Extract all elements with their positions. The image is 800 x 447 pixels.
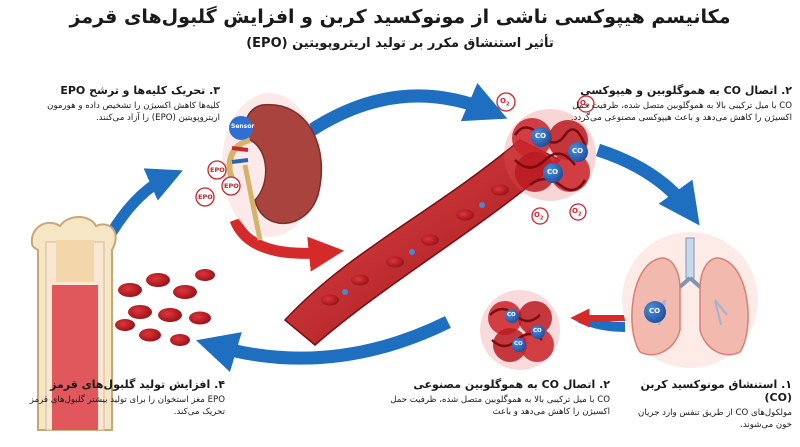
arrow-blood-to-bone [196, 316, 451, 373]
step-heading: ۲. اتصال CO به هموگلوبین و هیپوکسی [580, 84, 792, 97]
sensor-label: Sensor [231, 123, 255, 130]
o2-label: O2 [500, 97, 510, 108]
co-label: CO [535, 132, 547, 140]
step-heading: ۱. استنشاق مونوکسید کربن (CO) [640, 378, 792, 404]
epo-label: EPO [224, 182, 239, 190]
hemoglobin-cluster-top [496, 92, 596, 225]
arrow-kidney-to-hemoglobin [296, 83, 508, 144]
step-body: CO با میل ترکیبی بالا به هموگلوبین متصل … [390, 395, 610, 417]
bone-illustration [30, 216, 117, 431]
kidney-illustration [222, 93, 323, 241]
step-block: ۲. اتصال CO به هموگلوبین و هیپوکسی CO با… [570, 84, 792, 124]
hemoglobin-cluster-bottom [480, 290, 560, 370]
co-label: CO [533, 328, 542, 334]
step-body: EPO مغز استخوان را برای تولید بیشتر گلبو… [29, 395, 225, 417]
co-label: CO [514, 341, 523, 347]
page-subtitle: تأثیر استنشاق مکرر بر تولید اریتروپویتین… [246, 36, 554, 51]
o2-label: O2 [580, 99, 590, 110]
step-body: CO با میل ترکیبی بالا به هموگلوبین متصل … [570, 101, 792, 123]
step-block: ۴. افزایش تولید گلبول‌های قرمز EPO مغز ا… [10, 378, 225, 418]
o2-label: O2 [534, 211, 544, 222]
co-label: CO [507, 312, 516, 318]
step-body: کلیه‌ها کاهش اکسیژن را تشخیص داده و هورم… [47, 101, 220, 123]
arrow-hemoglobin-to-lungs [595, 143, 700, 226]
step-heading: ۴. افزایش تولید گلبول‌های قرمز [50, 378, 225, 391]
step-block: ۳. تحریک کلیه‌ها و ترشح EPO کلیه‌ها کاهش… [10, 84, 220, 124]
vessel-cells [321, 184, 509, 306]
epo-particles [195, 160, 241, 207]
page-title: مکانیسم هیپوکسی ناشی از مونوکسید کربن و … [69, 6, 731, 28]
arrow-bone-to-kidney [107, 168, 183, 235]
co-label: CO [572, 147, 584, 155]
step-body: مولکول‌های CO از طریق تنفس وارد جریان خو… [638, 408, 792, 430]
epo-label: EPO [198, 193, 213, 201]
co-label: CO [547, 168, 559, 176]
red-cell-cluster [115, 269, 215, 346]
lungs-illustration [622, 232, 758, 368]
step-heading: ۲. اتصال CO به هموگلوبین مصنوعی [413, 378, 610, 391]
epo-label: EPO [210, 166, 225, 174]
step-block: ۱. استنشاق مونوکسید کربن (CO) مولکول‌های… [620, 378, 792, 431]
arrow-red-kidney-to-vessel [229, 217, 345, 272]
co-label: CO [649, 307, 661, 315]
o2-label: O2 [572, 207, 582, 218]
step-heading: ۳. تحریک کلیه‌ها و ترشح EPO [60, 84, 220, 97]
step-block: ۲. اتصال CO به هموگلوبین مصنوعی CO با می… [370, 378, 610, 418]
